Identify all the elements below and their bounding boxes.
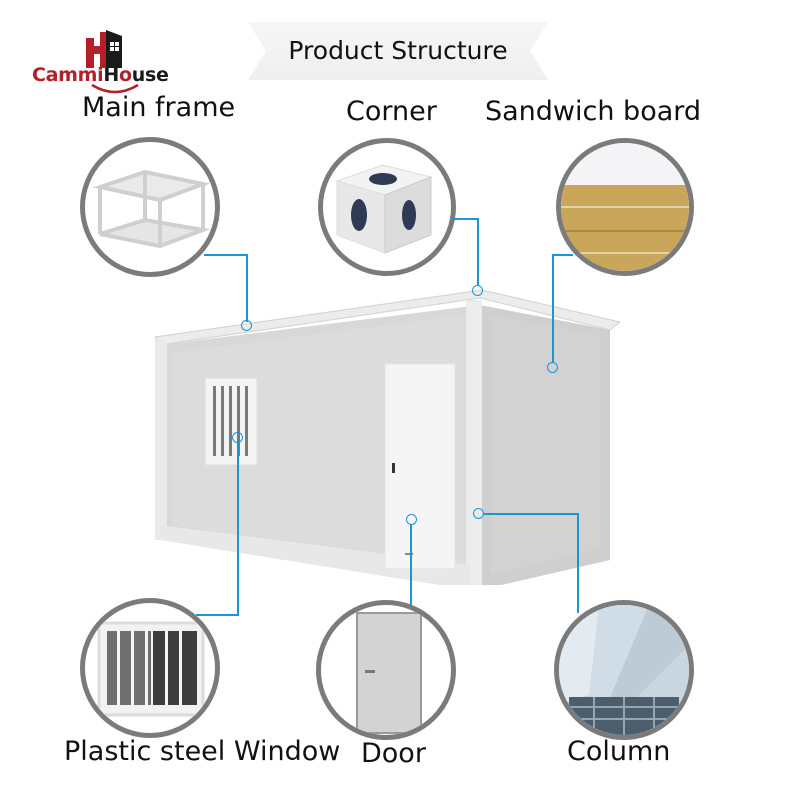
title-banner — [248, 22, 548, 80]
connector-sandwich-h — [553, 254, 573, 256]
column-circle — [554, 600, 694, 740]
connector-column-h — [484, 513, 578, 515]
brand-name-part2: H — [103, 64, 119, 86]
main-frame-circle — [80, 137, 220, 277]
corner-casting-icon — [335, 164, 433, 254]
brand-name-part1: Cammi — [32, 64, 104, 86]
label-door: Door — [361, 738, 426, 769]
connector-window-h — [196, 614, 239, 616]
connector-main-frame-v — [246, 254, 248, 322]
connector-sandwich-v — [552, 254, 554, 362]
connector-door-v — [410, 525, 412, 607]
label-window: Plastic steel Window — [64, 736, 341, 767]
hotspot-corner[interactable] — [472, 285, 483, 296]
connector-corner-v — [477, 218, 479, 286]
house-logo-icon — [86, 30, 122, 68]
label-main-frame: Main frame — [82, 92, 236, 123]
hotspot-door[interactable] — [406, 514, 417, 525]
label-sandwich-board: Sandwich board — [485, 96, 702, 127]
sandwich-panel-icon — [561, 143, 689, 271]
container-frame-icon — [92, 169, 211, 249]
container-illustration — [150, 285, 622, 590]
hotspot-column[interactable] — [473, 508, 484, 519]
label-column: Column — [567, 736, 671, 767]
corner-circle — [318, 138, 456, 276]
connector-column-v — [577, 513, 579, 613]
connector-window-v — [237, 443, 239, 615]
window-icon — [97, 621, 205, 717]
hotspot-window[interactable] — [232, 432, 243, 443]
smile-icon — [91, 83, 139, 94]
brand-name-part3: use — [131, 64, 169, 86]
door-icon — [356, 612, 422, 734]
page-title: Product Structure — [288, 36, 508, 65]
connector-main-frame-h — [204, 254, 248, 256]
hotspot-main-frame[interactable] — [241, 320, 252, 331]
label-corner: Corner — [346, 96, 437, 127]
door-circle — [316, 600, 456, 740]
sandwich-board-circle — [556, 138, 694, 276]
connector-corner-h — [452, 218, 478, 220]
brand-name: CammiHouse — [32, 64, 169, 86]
brand-logo: CammiHouse — [30, 28, 175, 94]
steel-column-icon — [559, 605, 689, 735]
window-circle — [80, 598, 220, 738]
hotspot-sandwich-board[interactable] — [547, 362, 558, 373]
